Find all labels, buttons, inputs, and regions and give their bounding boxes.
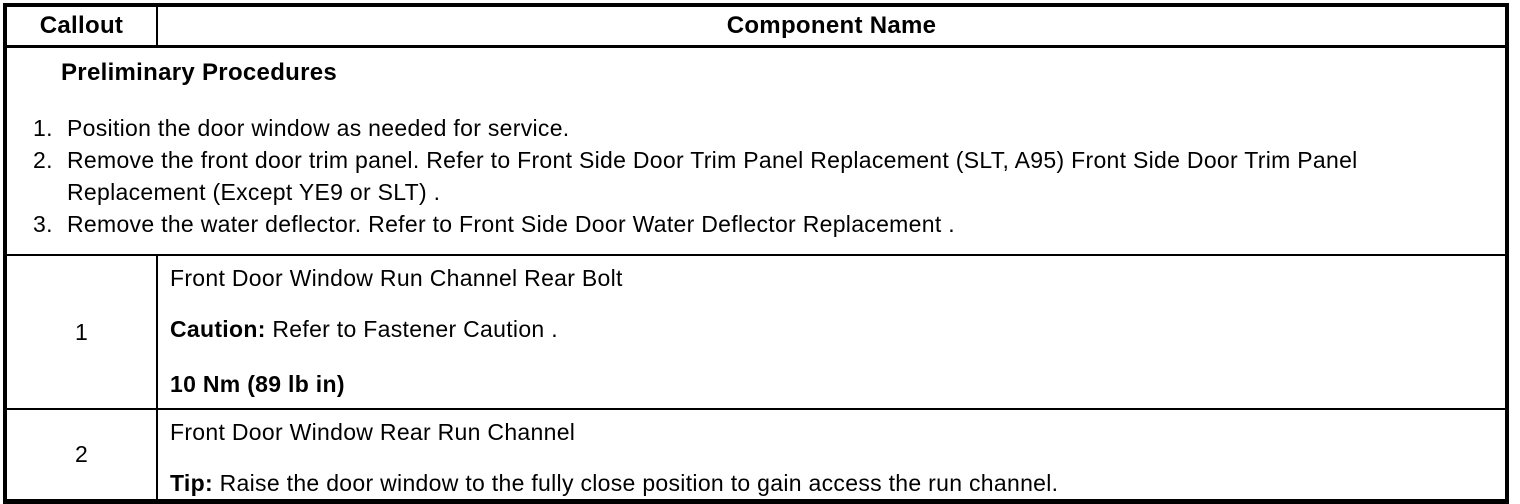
table-header-row: Callout Component Name <box>7 7 1505 48</box>
table-row-callout-1: 1 Front Door Window Run Channel Rear Bol… <box>7 256 1505 410</box>
procedure-step: 2. Remove the front door trim panel. Ref… <box>33 144 1505 208</box>
callout-number: 2 <box>7 410 158 499</box>
step-text: Position the door window as needed for s… <box>67 115 570 141</box>
step-text: Remove the front door trim panel. Refer … <box>67 147 1358 205</box>
torque-spec: 10 Nm (89 lb in) <box>170 371 345 397</box>
callout-column-header: Callout <box>7 7 158 45</box>
callout-number: 1 <box>7 256 158 408</box>
tip-text: Raise the door window to the fully close… <box>219 470 1059 496</box>
step-number: 3. <box>33 211 53 237</box>
component-name-column-header: Component Name <box>726 12 937 39</box>
table-row-callout-2: 2 Front Door Window Rear Run Channel Tip… <box>7 410 1505 499</box>
procedure-step: 1. Position the door window as needed fo… <box>33 112 1505 144</box>
preliminary-procedures-section: Preliminary Procedures 1. Position the d… <box>7 48 1505 256</box>
caution-text: Refer to Fastener Caution . <box>272 316 558 342</box>
component-cell: Front Door Window Rear Run Channel Tip: … <box>158 410 1505 499</box>
component-callout-table: Callout Component Name Preliminary Proce… <box>3 3 1509 504</box>
preliminary-procedures-list: 1. Position the door window as needed fo… <box>7 112 1505 240</box>
step-number: 1. <box>33 115 53 141</box>
component-name: Front Door Window Run Channel Rear Bolt <box>170 265 623 291</box>
step-number: 2. <box>33 147 53 173</box>
component-cell: Front Door Window Run Channel Rear Bolt … <box>158 256 1505 408</box>
step-text: Remove the water deflector. Refer to Fro… <box>67 211 955 237</box>
component-name: Front Door Window Rear Run Channel <box>170 419 576 445</box>
tip-label: Tip: <box>170 470 213 496</box>
caution-note: Caution: Refer to Fastener Caution . <box>170 316 1491 342</box>
procedure-step: 3. Remove the water deflector. Refer to … <box>33 208 1505 240</box>
preliminary-procedures-title: Preliminary Procedures <box>61 59 338 86</box>
tip-note: Tip: Raise the door window to the fully … <box>170 470 1491 496</box>
caution-label: Caution: <box>170 316 266 342</box>
